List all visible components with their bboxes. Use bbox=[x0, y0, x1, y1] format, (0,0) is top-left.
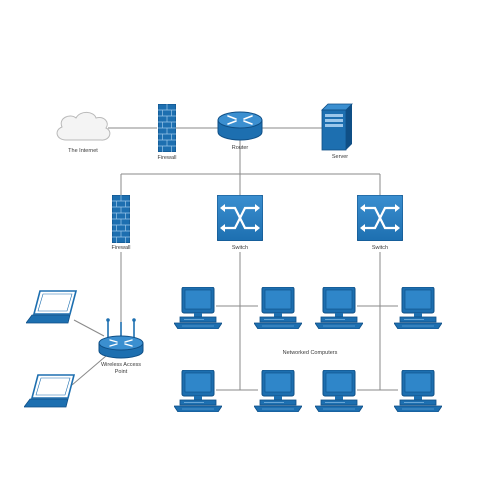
switch-right-label: Switch bbox=[372, 245, 388, 251]
brick-wall-icon bbox=[112, 195, 130, 243]
server-tower-icon bbox=[321, 103, 353, 151]
wireless-access-point-icon bbox=[98, 318, 144, 359]
firewall-left-label: Firewall bbox=[112, 245, 131, 251]
desktop-computer-icon bbox=[174, 370, 222, 412]
link-wap-laptop-bottom bbox=[71, 355, 107, 386]
laptop-icon bbox=[24, 374, 75, 408]
desktop-computer-icon bbox=[174, 287, 222, 329]
firewall-top-label: Firewall bbox=[158, 155, 177, 161]
router-node: Router bbox=[217, 111, 263, 151]
wap-label-line1: Wireless Access bbox=[101, 362, 141, 368]
switch-center-node: Switch bbox=[217, 195, 263, 251]
server-node: Server bbox=[321, 103, 353, 160]
wap-label-line2: Point bbox=[115, 369, 128, 375]
cloud-icon bbox=[56, 111, 111, 141]
desktop-computer-icon bbox=[315, 370, 363, 412]
server-label: Server bbox=[332, 154, 348, 160]
wireless-access-point-node: Wireless Access Point bbox=[98, 318, 144, 375]
desktop-computer-icon bbox=[254, 287, 302, 329]
internet-node: The Internet bbox=[56, 111, 111, 154]
laptop-icon bbox=[26, 290, 77, 324]
desktop-computer-icon bbox=[394, 370, 442, 412]
brick-wall-icon bbox=[158, 104, 176, 152]
desktop-computer-icon bbox=[315, 287, 363, 329]
router-label: Router bbox=[232, 145, 249, 151]
desktop-computer-icon bbox=[394, 287, 442, 329]
router-icon bbox=[217, 111, 263, 141]
switch-icon bbox=[217, 195, 263, 241]
connector-lines bbox=[71, 127, 398, 391]
internet-label: The Internet bbox=[68, 148, 98, 154]
switch-icon bbox=[357, 195, 403, 241]
switch-center-label: Switch bbox=[232, 245, 248, 251]
firewall-top-node: Firewall bbox=[158, 104, 177, 161]
firewall-left-node: Firewall bbox=[112, 195, 131, 251]
networked-computers-group: Networked Computers bbox=[174, 287, 442, 412]
link-wap-laptop-top bbox=[73, 319, 105, 337]
switch-right-node: Switch bbox=[357, 195, 403, 251]
desktop-computer-icon bbox=[254, 370, 302, 412]
networked-computers-label: Networked Computers bbox=[283, 350, 338, 356]
